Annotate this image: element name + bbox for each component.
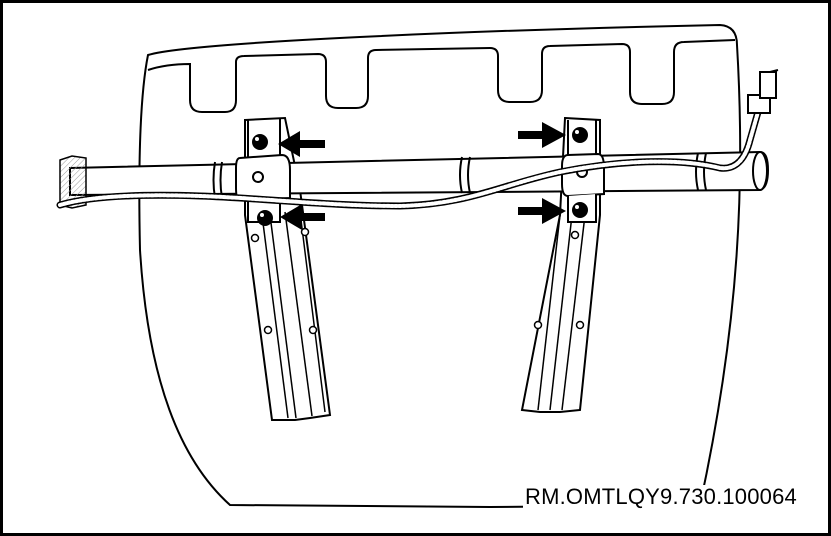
upper-left-bolt: [252, 134, 268, 150]
arrow-upper-left-fastener: [278, 131, 325, 157]
panel-top-notches: [147, 39, 736, 113]
lower-right-bolt: [572, 202, 588, 218]
arrow-lower-left-fastener: [280, 204, 325, 230]
lower-left-bolt: [257, 210, 273, 226]
figure-reference-code: RM.OMTLQY9.730.100064: [522, 484, 799, 509]
harness-connector: [747, 69, 779, 114]
seat-back-panel: [138, 23, 742, 509]
arrow-lower-right-fastener: [518, 198, 566, 224]
arrow-upper-right-fastener: [518, 122, 566, 148]
upper-right-bolt: [572, 127, 588, 143]
